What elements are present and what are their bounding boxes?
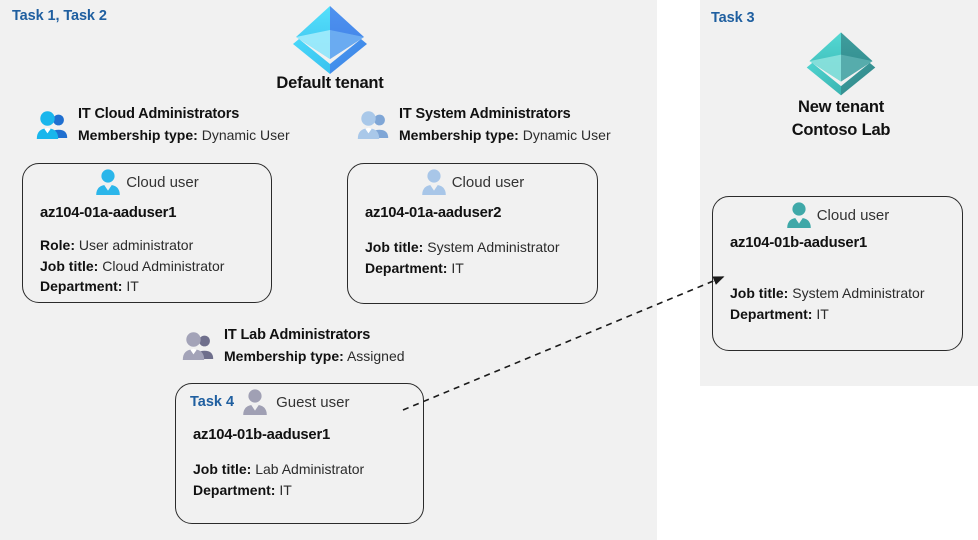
group-it-system-administrators: IT System Administrators Membership type… — [357, 104, 611, 146]
card-property-row: Job title: System Administrator — [365, 237, 597, 258]
property-label: Job title: — [365, 239, 424, 255]
task-label-3: Task 3 — [711, 10, 755, 26]
user-card-aaduser1: Cloud user az104-01a-aaduser1 Role: User… — [22, 163, 272, 303]
property-value: System Administrator — [427, 239, 560, 255]
cloud-user-icon — [96, 169, 121, 195]
group-membership-value: Dynamic User — [522, 127, 611, 144]
group-membership-type: Membership type: Dynamic User — [78, 125, 290, 146]
cloud-user-icon — [786, 202, 811, 228]
group-membership-label: Membership type: — [399, 127, 519, 144]
card-property-row: Department: IT — [40, 276, 271, 297]
group-title: IT Lab Administrators — [224, 327, 371, 343]
card-property-row: Department: IT — [365, 258, 597, 279]
default-tenant-name: Default tenant — [276, 74, 384, 92]
group-users-icon — [182, 332, 214, 360]
property-value: IT — [451, 259, 464, 276]
card-header: Task 4 Guest user — [176, 384, 423, 416]
default-tenant-block: Default tenant — [230, 2, 430, 93]
new-tenant-block: New tenant Contoso Lab — [726, 28, 956, 143]
property-label: Department: — [730, 305, 813, 322]
group-membership-label: Membership type: — [78, 127, 198, 144]
guest-user-to-new-tenant-arrow — [402, 276, 725, 411]
card-header: Cloud user — [23, 164, 271, 196]
property-value: System Administrator — [792, 285, 925, 301]
property-value: Lab Administrator — [255, 461, 365, 477]
property-label: Department: — [365, 259, 448, 276]
azure-ad-tenant-icon — [293, 6, 367, 74]
card-header: Cloud user — [713, 197, 962, 229]
card-properties: Role: User administrator Job title: Clou… — [23, 235, 271, 297]
card-properties: Job title: System Administrator Departme… — [713, 283, 962, 324]
property-label: Job title: — [730, 285, 789, 301]
group-it-lab-administrators: IT Lab Administrators Membership type: A… — [182, 325, 405, 367]
task-label-1-2: Task 1, Task 2 — [12, 8, 107, 24]
group-users-icon — [36, 111, 68, 139]
card-user-type: Guest user — [276, 393, 350, 411]
property-value: IT — [126, 278, 139, 295]
card-properties: Job title: Lab Administrator Department:… — [176, 459, 423, 500]
group-title: IT System Administrators — [399, 106, 571, 122]
card-username: az104-01b-aaduser1 — [730, 235, 868, 251]
card-user-type: Cloud user — [126, 173, 199, 191]
group-title: IT Cloud Administrators — [78, 106, 240, 122]
card-username: az104-01a-aaduser1 — [40, 205, 177, 221]
card-user-type: Cloud user — [816, 206, 890, 224]
card-property-row: Department: IT — [193, 480, 423, 501]
property-value: Cloud Administrator — [102, 257, 225, 274]
user-card-guest-aaduser1: Task 4 Guest user az104-01b-aaduser1 Job… — [175, 383, 424, 524]
guest-user-icon — [243, 389, 267, 415]
group-users-icon — [357, 111, 389, 139]
card-username: az104-01b-aaduser1 — [193, 427, 331, 443]
task-label-4: Task 4 — [190, 394, 235, 410]
group-membership-type: Membership type: Dynamic User — [399, 125, 611, 146]
card-user-type: Cloud user — [451, 173, 525, 191]
card-properties: Job title: System Administrator Departme… — [348, 237, 597, 278]
card-property-row: Department: IT — [730, 304, 962, 325]
group-membership-value: Dynamic User — [201, 127, 290, 144]
group-it-cloud-administrators: IT Cloud Administrators Membership type:… — [36, 104, 290, 146]
property-value: IT — [279, 481, 292, 498]
card-property-row: Job title: System Administrator — [730, 283, 962, 304]
group-membership-label: Membership type: — [224, 348, 344, 365]
cloud-user-icon — [421, 169, 446, 195]
card-property-row: Job title: Cloud Administrator — [40, 256, 271, 277]
property-label: Department: — [40, 278, 123, 295]
property-value: User administrator — [78, 237, 194, 253]
user-card-new-tenant-aaduser1: Cloud user az104-01b-aaduser1 Job title:… — [712, 196, 963, 351]
azure-ad-tenant-icon — [806, 32, 876, 96]
property-label: Department: — [193, 481, 276, 498]
property-label: Job title: — [193, 461, 252, 477]
card-property-row: Job title: Lab Administrator — [193, 459, 423, 480]
property-label: Job title: — [40, 257, 99, 274]
user-card-aaduser2: Cloud user az104-01a-aaduser2 Job title:… — [347, 163, 598, 304]
property-label: Role: — [40, 237, 75, 253]
group-membership-value: Assigned — [346, 348, 405, 365]
card-property-row: Role: User administrator — [40, 235, 271, 256]
group-membership-type: Membership type: Assigned — [224, 346, 405, 367]
property-value: IT — [816, 305, 829, 322]
new-tenant-name-line2: Contoso Lab — [791, 121, 891, 140]
connector-line — [402, 276, 725, 411]
card-header: Cloud user — [348, 164, 597, 196]
new-tenant-name-line1: New tenant — [797, 98, 884, 116]
card-username: az104-01a-aaduser2 — [365, 205, 502, 221]
